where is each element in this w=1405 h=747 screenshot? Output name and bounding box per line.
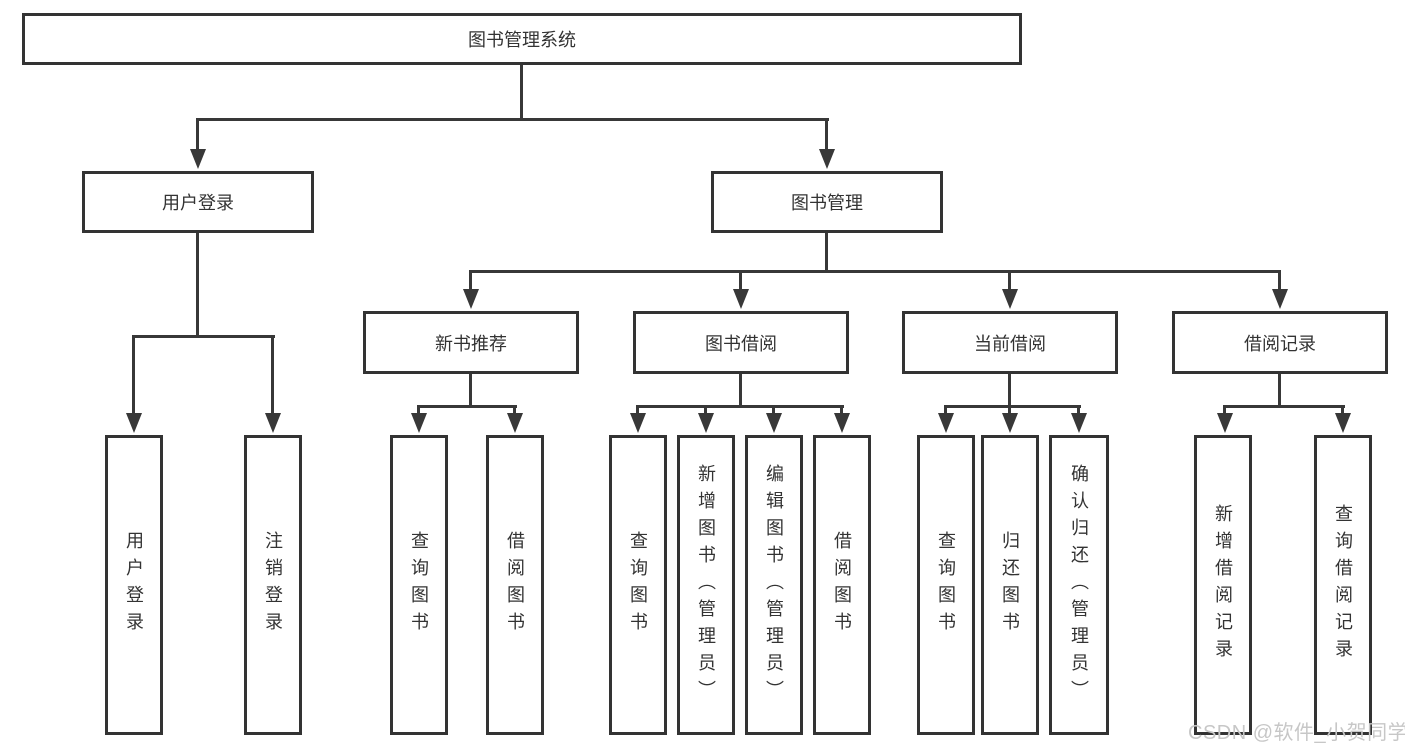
connector [1223,405,1226,418]
arrowhead [819,149,835,169]
node-book-management: 图书管理 [711,171,943,233]
connector [1008,374,1011,408]
arrowhead [411,413,427,433]
arrowhead [463,289,479,309]
connector [271,335,274,417]
connector [469,374,472,408]
node-root: 图书管理系统 [22,13,1022,65]
arrowhead [1335,413,1351,433]
leaf-add-borrow-record: 新增借阅记录 [1194,435,1252,735]
arrowhead [1272,289,1288,309]
connector [132,335,275,338]
connector [1224,405,1345,408]
connector [520,65,523,120]
node-current-borrow: 当前借阅 [902,311,1118,374]
arrowhead [766,413,782,433]
arrowhead [265,413,281,433]
connector [418,405,517,408]
leaf-edit-book-admin: 编辑图书（管理员） [745,435,803,735]
arrowhead [630,413,646,433]
leaf-query-books-c: 查询图书 [917,435,975,735]
leaf-query-books-a: 查询图书 [390,435,448,735]
leaf-query-borrow-record: 查询借阅记录 [1314,435,1372,735]
connector [636,405,639,418]
connector [825,233,828,272]
node-new-book-recommend: 新书推荐 [363,311,579,374]
arrowhead [1071,413,1087,433]
connector [513,405,516,418]
leaf-user-login: 用户登录 [105,435,163,735]
node-book-borrow: 图书借阅 [633,311,849,374]
connector [1008,270,1011,293]
connector [469,270,472,293]
connector [1278,270,1281,293]
connector [1278,374,1281,408]
connector [944,405,947,418]
leaf-add-book-admin: 新增图书（管理员） [677,435,735,735]
connector [1008,405,1011,418]
leaf-return-books: 归还图书 [981,435,1039,735]
leaf-borrow-books-b: 借阅图书 [813,435,871,735]
arrowhead [1217,413,1233,433]
arrowhead [698,413,714,433]
connector [417,405,420,418]
node-user-login: 用户登录 [82,171,314,233]
connector [945,405,1081,408]
arrowhead [733,289,749,309]
connector [1341,405,1344,418]
connector [132,335,135,417]
arrowhead [190,149,206,169]
leaf-borrow-books-a: 借阅图书 [486,435,544,735]
arrowhead [507,413,523,433]
arrowhead [834,413,850,433]
csdn-watermark: CSDN @软件_小贺同学 [1188,722,1405,744]
node-borrow-records: 借阅记录 [1172,311,1388,374]
arrowhead [938,413,954,433]
connector [637,405,844,408]
arrowhead [1002,289,1018,309]
arrowhead [126,413,142,433]
connector [739,270,742,293]
connector [840,405,843,418]
arrowhead [1002,413,1018,433]
connector [772,405,775,418]
connector [825,118,828,154]
connector [704,405,707,418]
connector [196,118,199,154]
leaf-query-books-b: 查询图书 [609,435,667,735]
leaf-logout: 注销登录 [244,435,302,735]
connector [196,233,199,337]
connector [470,270,1281,273]
connector [739,374,742,408]
connector [1077,405,1080,418]
leaf-confirm-return-admin: 确认归还（管理员） [1049,435,1109,735]
connector [197,118,829,121]
